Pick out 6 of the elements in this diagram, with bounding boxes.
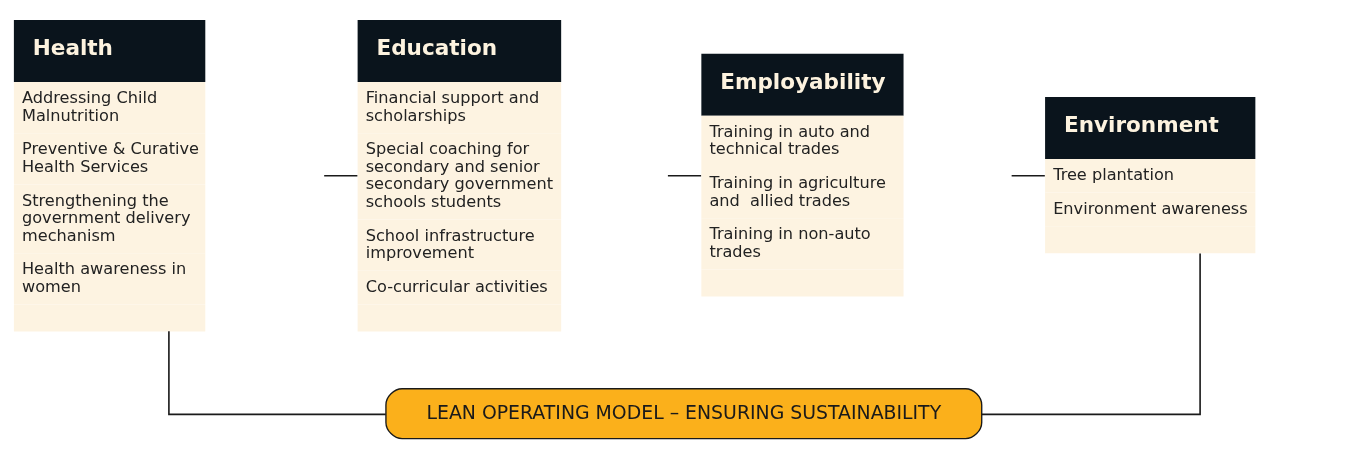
connector bbox=[981, 252, 1201, 415]
node-box: LEAN OPERATING MODEL – ENSURING SUSTAINABILITY bbox=[385, 387, 983, 439]
connector bbox=[323, 174, 359, 177]
connector bbox=[1010, 174, 1046, 177]
connector bbox=[667, 174, 702, 177]
connector bbox=[168, 330, 387, 415]
